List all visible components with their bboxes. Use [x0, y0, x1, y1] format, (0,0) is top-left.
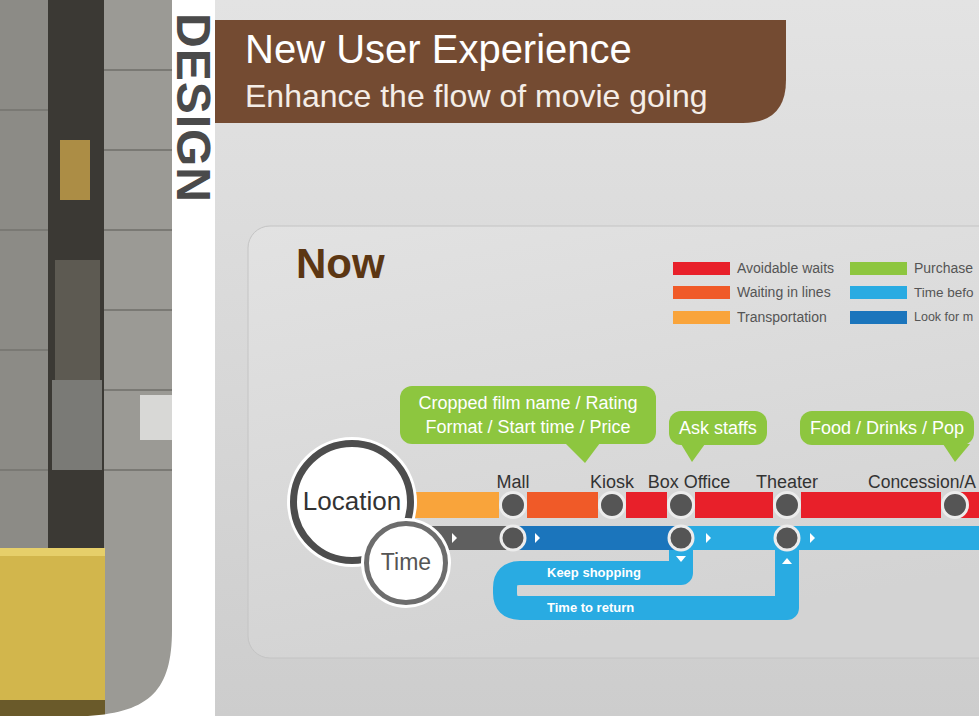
legend-label: Purchase	[914, 259, 973, 278]
subtitle: Enhance the flow of movie going	[245, 76, 708, 116]
station-label-holder: Box Office	[648, 471, 731, 493]
shop-window	[52, 380, 102, 470]
station-label-holder: Concession/A	[868, 471, 976, 493]
station-label-holder: Kiosk	[590, 471, 634, 493]
route-segment	[801, 505, 941, 506]
station-label-holder: Theater	[756, 471, 818, 493]
callout-bubble: Food / Drinks / Pop	[800, 411, 974, 445]
bench-base	[0, 700, 105, 716]
stone-pillar	[104, 0, 172, 716]
callout-text: Cropped film name / Rating Format / Star…	[410, 391, 646, 439]
legend-swatch	[673, 286, 730, 299]
time-stops	[501, 526, 799, 550]
circle-label: Location	[303, 486, 401, 517]
route-bar	[695, 492, 773, 518]
route-bar	[626, 492, 667, 518]
loop-tube	[505, 550, 787, 608]
legend-swatch	[850, 262, 907, 275]
legend-label: Avoidable waits	[737, 259, 834, 278]
title-box: New User Experience	[245, 26, 632, 72]
route-segment	[527, 505, 598, 506]
route-segment	[626, 505, 667, 506]
station-name: Kiosk	[590, 471, 634, 493]
bench-top	[0, 548, 105, 556]
shop-light	[60, 140, 90, 200]
legend-swatch	[673, 262, 730, 275]
legend-label: Look for m	[914, 308, 973, 327]
side-heading-holder: DESIGN	[169, 13, 217, 203]
legend-label-holder: Avoidable waits	[737, 259, 834, 278]
route-bar	[414, 492, 499, 518]
route-bar	[801, 492, 941, 518]
station-name: Concession/A	[868, 471, 976, 493]
callout-text: Food / Drinks / Pop	[810, 416, 964, 440]
side-heading: DESIGN	[169, 13, 217, 203]
legend-label-holder: Transportation	[737, 308, 827, 327]
station-name: Box Office	[648, 471, 731, 493]
legend-label: Time befo	[914, 283, 974, 302]
station-label-holder: Mall	[496, 471, 529, 493]
loop-label-holder: Time to return	[547, 599, 634, 617]
callout-tail	[400, 444, 620, 466]
callout-tail	[669, 445, 889, 467]
loop-label: Time to return	[547, 599, 634, 617]
title: New User Experience	[245, 26, 632, 72]
callout-bubble: Ask staffs	[669, 411, 767, 445]
route-segment	[695, 505, 773, 506]
callout-tail	[800, 445, 979, 467]
route-segment	[414, 505, 499, 506]
callout-bubble: Cropped film name / Rating Format / Star…	[400, 386, 656, 444]
route-bar	[527, 492, 598, 518]
subtitle-holder: Enhance the flow of movie going	[245, 76, 708, 116]
legend-label: Waiting in lines	[737, 283, 831, 302]
circle-node: Time	[364, 521, 448, 605]
legend-label-holder: Time befo	[914, 283, 974, 302]
time-bar	[513, 526, 681, 550]
legend-label: Transportation	[737, 308, 827, 327]
loop-label: Keep shopping	[547, 564, 641, 582]
shop-front	[55, 260, 100, 380]
legend-swatch	[673, 311, 730, 324]
station-stop: Mall	[499, 491, 527, 519]
callout-tail-shape	[565, 443, 600, 463]
callout-tail-shape	[681, 444, 705, 462]
legend-swatch	[850, 286, 907, 299]
loop-label-holder: Keep shopping	[547, 564, 641, 582]
title-banner	[215, 20, 786, 123]
callout-tail-shape	[943, 444, 970, 462]
stone-joints	[0, 70, 172, 470]
legend-label-holder: Look for m	[914, 308, 973, 327]
legend-label-holder: Waiting in lines	[737, 283, 831, 302]
panel-heading: Now	[296, 240, 385, 288]
station-stop: Concession/A	[941, 491, 969, 519]
time-bar	[681, 526, 979, 550]
station-name: Mall	[496, 471, 529, 493]
metal-fixture	[140, 395, 172, 440]
circle-label: Time	[381, 549, 431, 577]
station-stop: Theater	[773, 491, 801, 519]
station-name: Theater	[756, 471, 818, 493]
yellow-bench	[0, 548, 105, 700]
station-stop: Kiosk	[598, 491, 626, 519]
legend-label-holder: Purchase	[914, 259, 973, 278]
callout-text: Ask staffs	[679, 416, 757, 440]
panel-ground	[248, 226, 979, 658]
legend-swatch	[850, 311, 907, 324]
station-stop: Box Office	[667, 491, 695, 519]
